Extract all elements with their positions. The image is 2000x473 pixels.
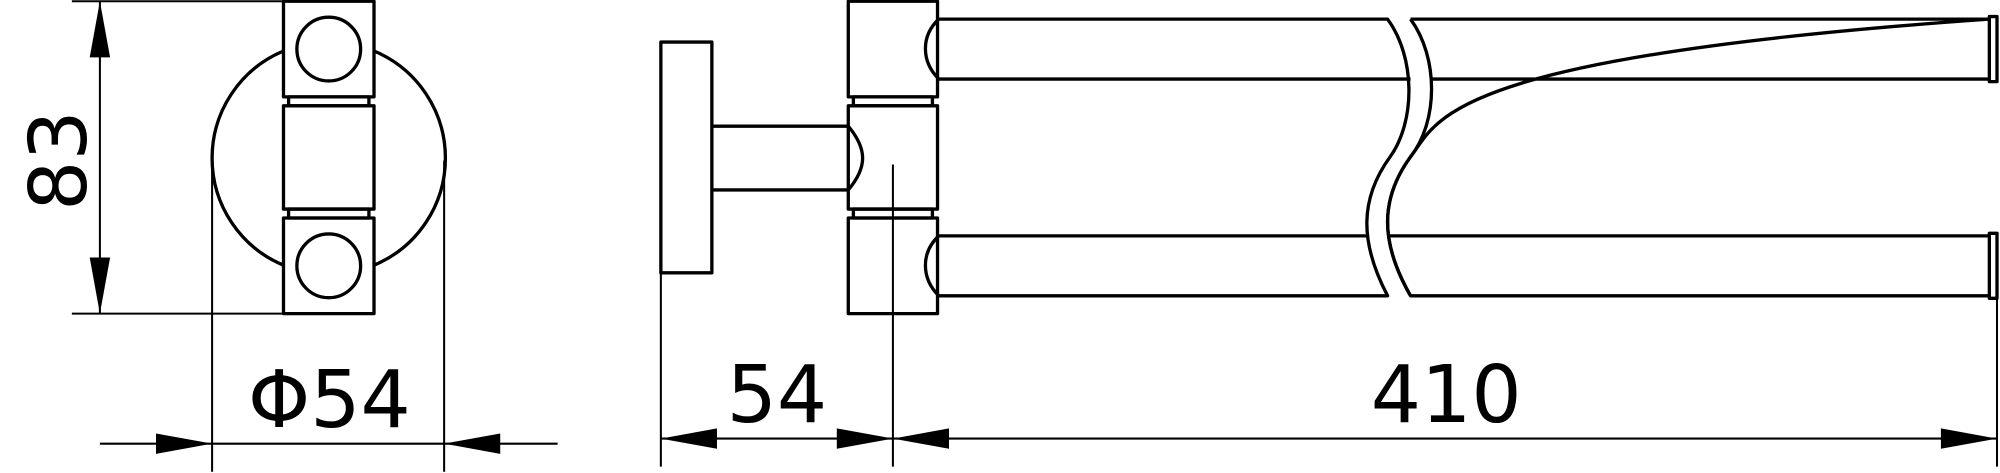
side-view: 54 410 — [659, 0, 1999, 467]
top-arm-end-circle — [295, 15, 363, 83]
length-dimension-label: 410 — [1371, 349, 1522, 441]
wall-plate — [659, 40, 714, 275]
diameter-arrow-right — [444, 433, 501, 454]
projection-arrow-left — [660, 428, 717, 449]
front-view: 83 Φ54 — [13, 0, 558, 472]
diameter-dimension-label: Φ54 — [248, 354, 411, 446]
bottom-arm-end-cap — [1987, 231, 1999, 300]
height-dimension-label: 83 — [13, 110, 105, 211]
top-arm-near — [923, 17, 1411, 298]
support-rod — [711, 124, 865, 192]
rosette-arc-left — [210, 49, 285, 267]
middle-block — [281, 104, 376, 211]
height-arrow-bottom — [89, 257, 111, 314]
length-arrow-left — [892, 428, 950, 449]
arm-break-line — [1386, 18, 1434, 297]
length-arrow-right — [1940, 428, 1997, 449]
top-arm-far — [1386, 17, 1992, 298]
bottom-arm-end-circle — [295, 232, 363, 300]
projection-arrow-right — [836, 428, 893, 449]
top-arm-end-cap — [1987, 14, 1999, 84]
bottom-hinge-block — [281, 216, 376, 316]
rosette-arc-right — [373, 49, 447, 267]
projection-dimension-label: 54 — [727, 349, 828, 441]
diameter-arrow-left — [155, 433, 213, 454]
height-arrow-top — [89, 1, 111, 58]
